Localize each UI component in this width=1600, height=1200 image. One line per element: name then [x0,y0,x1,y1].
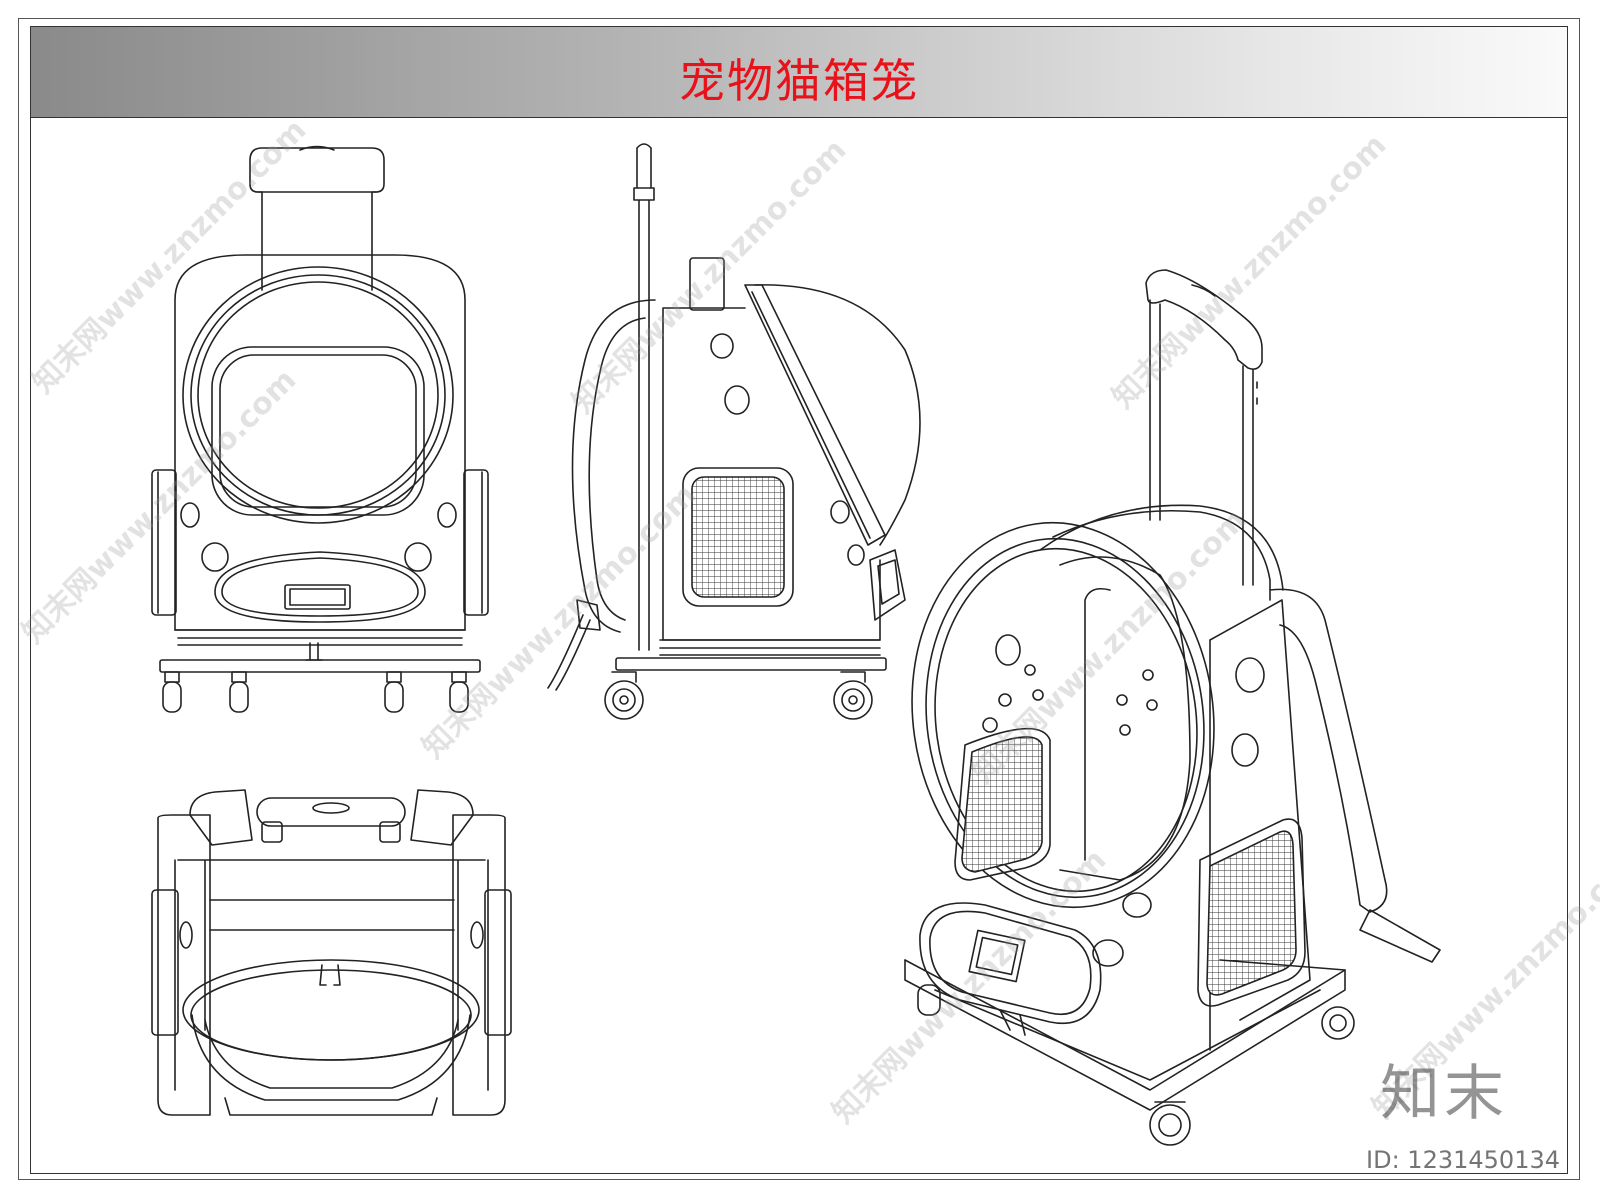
front-inner-panel [211,346,425,516]
persp-wheel-front [1149,1104,1191,1146]
side-view [547,143,921,720]
sheet-title: 宠物猫箱笼 [679,54,919,108]
persp-side-mesh [1197,818,1306,1007]
persp-trolley-handle [1145,269,1263,370]
front-window-outer [182,266,454,524]
inner-frame [30,26,1568,1174]
persp-base [904,959,1346,1111]
persp-backpack-strap [1269,588,1388,913]
front-pocket [214,551,426,623]
side-backpack-strap [571,299,656,633]
persp-front-pocket [919,902,1102,1024]
persp-inner-mesh [954,727,1051,881]
id-label: ID: 1231450134 [1366,1146,1560,1174]
side-mesh-window [682,467,794,607]
side-trolley-rod [633,143,655,651]
front-base-plate [159,659,481,673]
top-handle [256,797,406,827]
outer-frame [18,18,1580,1180]
side-wheel-right [833,680,873,720]
front-side-panel-right [463,469,489,616]
side-zipper-band [744,284,886,546]
perspective-view [904,269,1441,1146]
side-base-plate [615,657,887,671]
persp-porthole-outer [911,521,1215,909]
title-band: 宠物猫箱笼 [31,27,1567,118]
top-outline [157,814,211,1116]
front-view [151,145,489,713]
front-side-panel-left [151,469,177,616]
front-casters [162,671,469,713]
side-wheel-left [604,680,644,720]
front-body [174,254,466,631]
side-dome [754,284,921,546]
top-view [151,789,512,1116]
brand-watermark: 知末 [1380,1059,1508,1129]
